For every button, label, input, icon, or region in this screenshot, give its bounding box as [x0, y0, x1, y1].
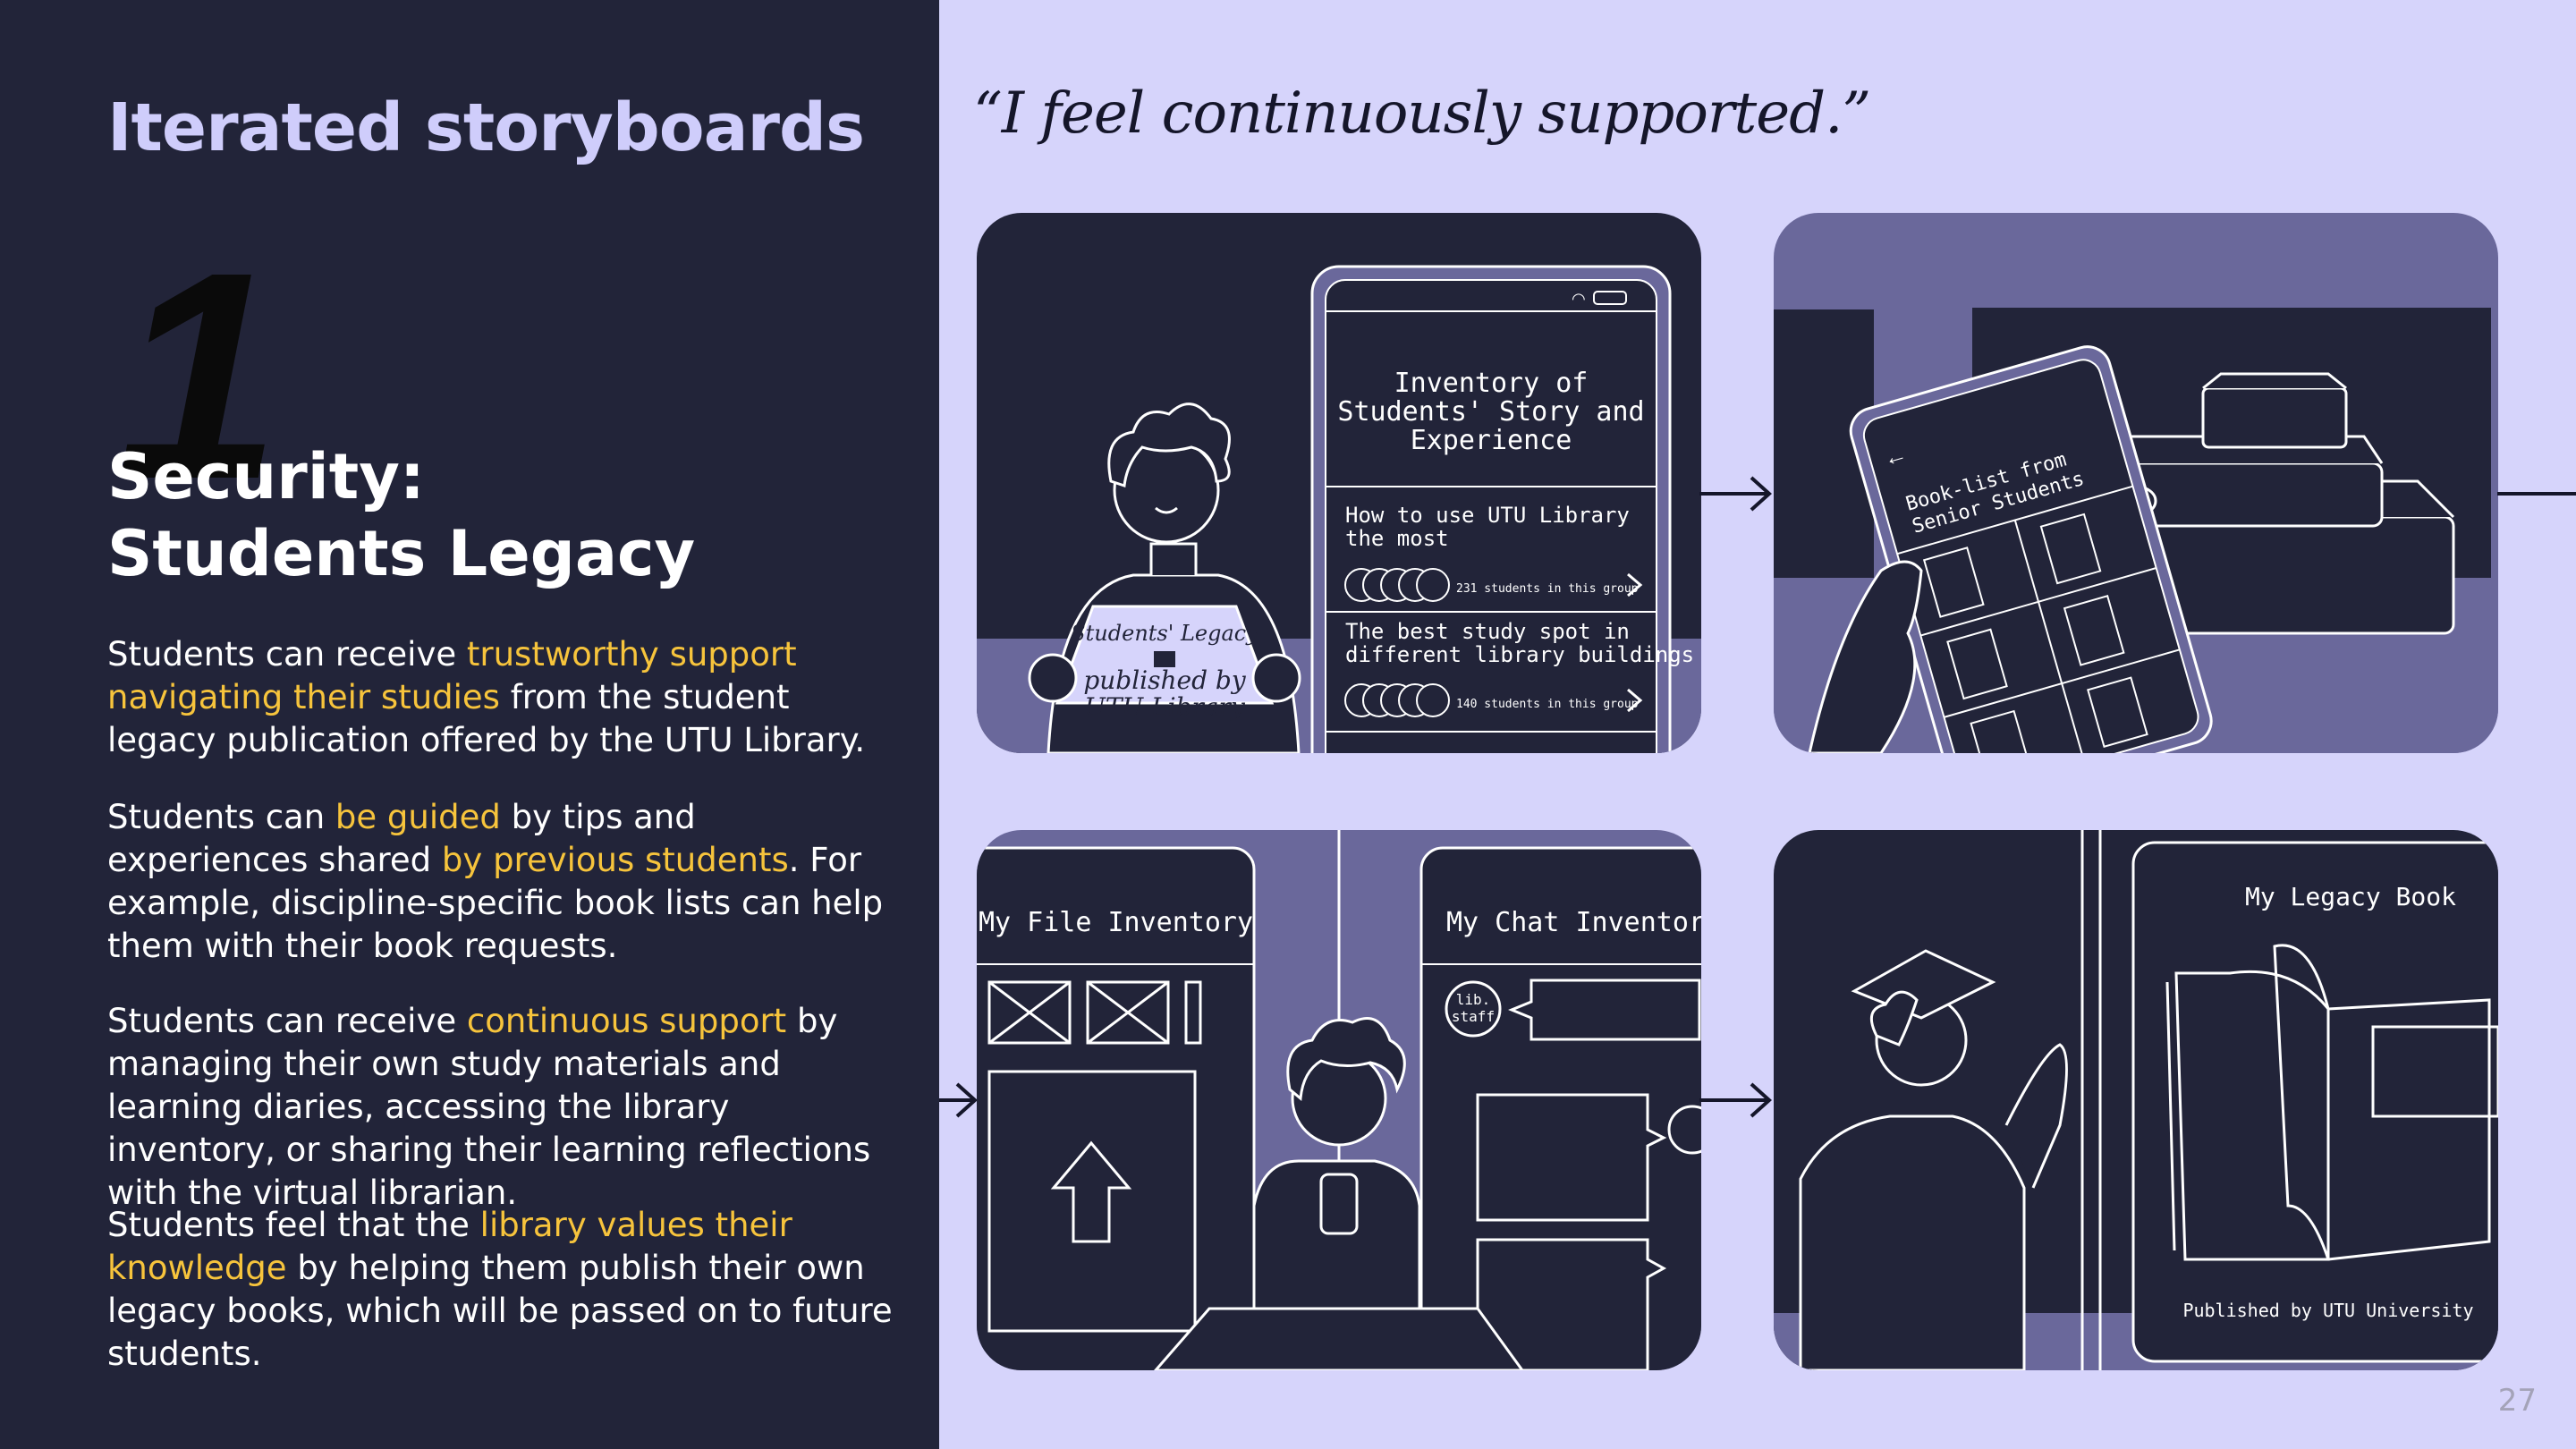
phone-title-line2: Students' Story and	[1337, 396, 1644, 428]
phone-mockup: ◠ Inventory of Students' Story and Exper…	[1310, 265, 1694, 753]
group2-title-line2: different library buildings	[1345, 642, 1694, 667]
panel1-illustration: Students' Legacy published by UTU Librar…	[977, 213, 1701, 753]
phone-icon	[1319, 1173, 1359, 1235]
paragraph-2: Students can be guided by tips and exper…	[107, 796, 894, 968]
section-number: 1	[116, 210, 281, 540]
group1-title-line1: How to use UTU Library	[1345, 503, 1630, 528]
staff-badge-line2: staff	[1452, 1008, 1495, 1025]
storyboard-panel-3: My File Inventory My Chat Inventory lib.…	[977, 830, 1701, 1370]
wifi-icon: ◠	[1572, 290, 1586, 308]
group2-count: 140 students in this group	[1456, 698, 1639, 711]
group1-avatars	[1344, 568, 1450, 602]
chevron-right-icon	[1627, 688, 1643, 713]
sign-line3: UTU Library	[1084, 692, 1246, 722]
staff-badge-line1: lib.	[1456, 991, 1491, 1008]
file-inventory-screen: My File Inventory	[977, 846, 1256, 1370]
para3-highlight: continuous support	[466, 1002, 787, 1040]
hand-icon	[1808, 560, 1923, 753]
battery-icon	[1593, 291, 1627, 305]
chat-bubble-user-2	[1476, 1238, 1667, 1370]
chat-inventory-title: My Chat Inventory	[1446, 907, 1701, 938]
section-title-line2: Students Legacy	[107, 517, 696, 590]
paragraph-4: Students feel that the library values th…	[107, 1204, 894, 1376]
group2-avatars	[1344, 683, 1450, 717]
panel2-illustration: ← Book-list from Senior Students	[1774, 213, 2498, 753]
book-thumbnails	[1922, 513, 2148, 753]
para3-text-b: by managing their own study materials an…	[107, 1002, 871, 1212]
sign-title: Students' Legacy	[1071, 621, 1258, 646]
paragraph-1: Students can receive trustworthy support…	[107, 633, 894, 762]
chat-inventory-screen: My Chat Inventory lib. staff	[1419, 846, 1701, 1370]
flow-arrow-icon	[1699, 1082, 1772, 1118]
open-book-icon	[2165, 944, 2498, 1261]
para2-text-a: Students can	[107, 798, 335, 836]
user-avatar	[1667, 1105, 1701, 1155]
panel3-illustration: My File Inventory My Chat Inventory lib.…	[977, 830, 1701, 1370]
slide-title: Iterated storyboards	[107, 89, 865, 166]
para2-highlight-a: be guided	[335, 798, 501, 836]
legacy-book-footer: Published by UTU University	[2182, 1300, 2473, 1321]
chat-bubble-staff	[1508, 979, 1701, 1041]
legacy-book-title: My Legacy Book	[2245, 882, 2456, 911]
upload-arrow-icon	[1050, 1140, 1132, 1243]
chat-bubble-user	[1476, 1093, 1667, 1222]
para3-text-a: Students can receive	[107, 1002, 467, 1040]
page-number: 27	[2497, 1383, 2537, 1419]
section-title: Security: Students Legacy	[107, 438, 695, 592]
upload-area	[987, 1070, 1197, 1333]
panel4-illustration: My Legacy Book Published by UTU Universi…	[1774, 830, 2498, 1370]
legacy-book: My Legacy Book Published by UTU Universi…	[2131, 841, 2498, 1363]
para1-text-a: Students can receive	[107, 635, 467, 674]
para4-text-a: Students feel that the	[107, 1206, 480, 1244]
graduate-figure	[1799, 949, 2068, 1370]
para4-text-b: by helping them publish their own legacy…	[107, 1249, 893, 1373]
storyboard-panel-4: My Legacy Book Published by UTU Universi…	[1774, 830, 2498, 1370]
para1-text-b: from the student legacy publication offe…	[107, 678, 866, 759]
file-inventory-title: My File Inventory	[979, 907, 1253, 938]
para2-text-c: . For example, discipline-specific book …	[107, 841, 884, 965]
para1-highlight: trustworthy support navigating their stu…	[107, 635, 797, 716]
section-title-line1: Security:	[107, 440, 425, 513]
sign-line2: published by	[1083, 665, 1247, 695]
staff-avatar	[1445, 980, 1502, 1038]
legacy-sign: Students' Legacy published by UTU Librar…	[1055, 605, 1275, 722]
flow-arrow-icon	[939, 1082, 978, 1118]
flow-line-icon	[2497, 492, 2576, 496]
paragraph-3: Students can receive continuous support …	[107, 1000, 894, 1215]
file-thumbnail-icons	[987, 980, 1202, 1045]
storyboard-panel-2: ← Book-list from Senior Students	[1774, 213, 2498, 753]
flow-arrow-icon	[1699, 476, 1772, 512]
storyboard-panel-1: Students' Legacy published by UTU Librar…	[977, 213, 1701, 753]
chevron-right-icon	[1627, 572, 1643, 597]
group1-title-line2: the most	[1345, 526, 1449, 551]
para2-text-b: by tips and experiences shared	[107, 798, 696, 879]
para2-highlight-b: by previous students	[441, 841, 789, 879]
text-column: Iterated storyboards 1 Security: Student…	[0, 0, 939, 1449]
booklist-phone: ← Book-list from Senior Students	[1849, 345, 2213, 753]
qr-code-icon	[1154, 651, 1175, 667]
phone-title-line1: Inventory of	[1394, 368, 1589, 399]
group1-count: 231 students in this group	[1456, 582, 1639, 596]
group2-title-line1: The best study spot in	[1345, 619, 1630, 644]
phone-title-line3: Experience	[1411, 425, 1572, 456]
user-quote: “I feel continuously supported.”	[973, 80, 1871, 147]
para4-highlight: library values their knowledge	[107, 1206, 792, 1287]
